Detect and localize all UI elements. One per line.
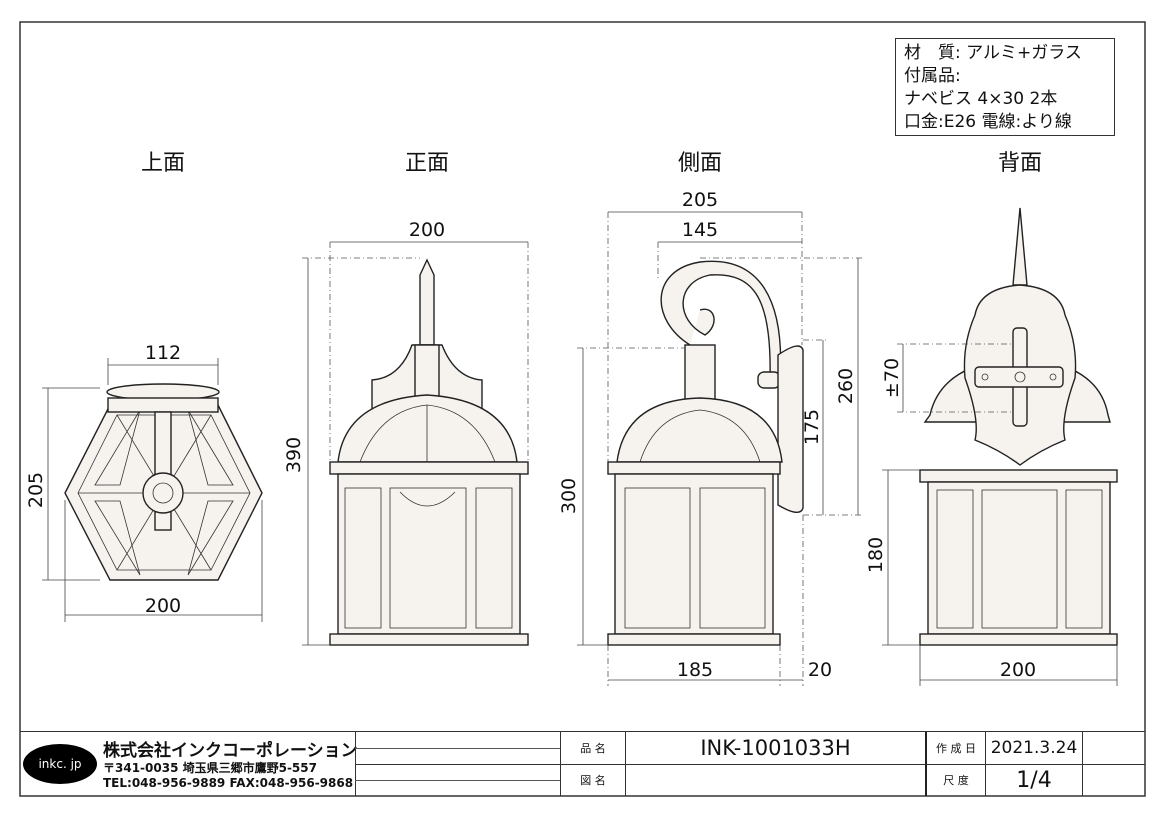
view-title-back: 背面 — [998, 151, 1042, 176]
dim-back-height: 180 — [865, 537, 887, 573]
view-title-front: 正面 — [405, 151, 449, 176]
side-view — [577, 211, 864, 686]
company-logo: inkc. jp — [23, 744, 97, 784]
view-title-side: 側面 — [678, 151, 722, 176]
dim-top-width: 200 — [145, 595, 181, 617]
date-value: 2021.3.24 — [985, 732, 1082, 764]
dim-top-cap-width: 112 — [145, 342, 181, 364]
scale-label: 尺 度 — [925, 764, 985, 796]
company-name: 株式会社インクコーポレーション — [103, 741, 358, 761]
view-title-top: 上面 — [141, 151, 185, 176]
dim-side-body: 185 — [677, 659, 713, 681]
dim-side-arm: 145 — [682, 219, 718, 241]
drawing-name-label: 図 名 — [560, 764, 625, 796]
dim-side-plate: 20 — [808, 659, 832, 681]
spec-box: 材 質: アルミ+ガラス 付属品: ナベビス 4×30 2本 口金:E26 電線… — [895, 38, 1115, 136]
dim-side-height-175: 175 — [801, 409, 823, 445]
title-block: inkc. jp 株式会社インクコーポレーション 〒341-0035 埼玉県三郷… — [20, 731, 1145, 796]
scale-value: 1/4 — [985, 764, 1082, 796]
spec-screws: ナベビス 4×30 2本 — [904, 89, 1058, 109]
drawing-border — [19, 21, 1146, 797]
date-label: 作 成 日 — [925, 732, 985, 764]
dim-side-height-300: 300 — [558, 478, 580, 514]
dim-back-mount: ±70 — [881, 358, 903, 398]
back-view — [882, 207, 1118, 686]
spec-accessories-label: 付属品: — [904, 66, 961, 86]
blank-cell-right — [1082, 732, 1145, 796]
drawing-name-value — [625, 764, 925, 796]
dim-front-width: 200 — [409, 219, 445, 241]
top-view — [42, 358, 263, 622]
company-address: 〒341-0035 埼玉県三郷市鷹野5-557 — [103, 761, 317, 775]
dim-side-depth: 205 — [682, 189, 718, 211]
dim-side-height-260: 260 — [835, 368, 857, 404]
front-view — [302, 241, 529, 646]
product-name-value: INK-1001033H — [625, 732, 925, 764]
dim-back-width: 200 — [1000, 659, 1036, 681]
dim-front-height: 390 — [283, 437, 305, 473]
dim-top-depth: 205 — [25, 472, 47, 508]
spec-material: 材 質: アルミ+ガラス — [904, 43, 1082, 63]
company-phone: TEL:048-956-9889 FAX:048-956-9868 — [103, 776, 354, 790]
spec-socket-wire: 口金:E26 電線:より線 — [904, 112, 1072, 132]
product-name-label: 品 名 — [560, 732, 625, 764]
